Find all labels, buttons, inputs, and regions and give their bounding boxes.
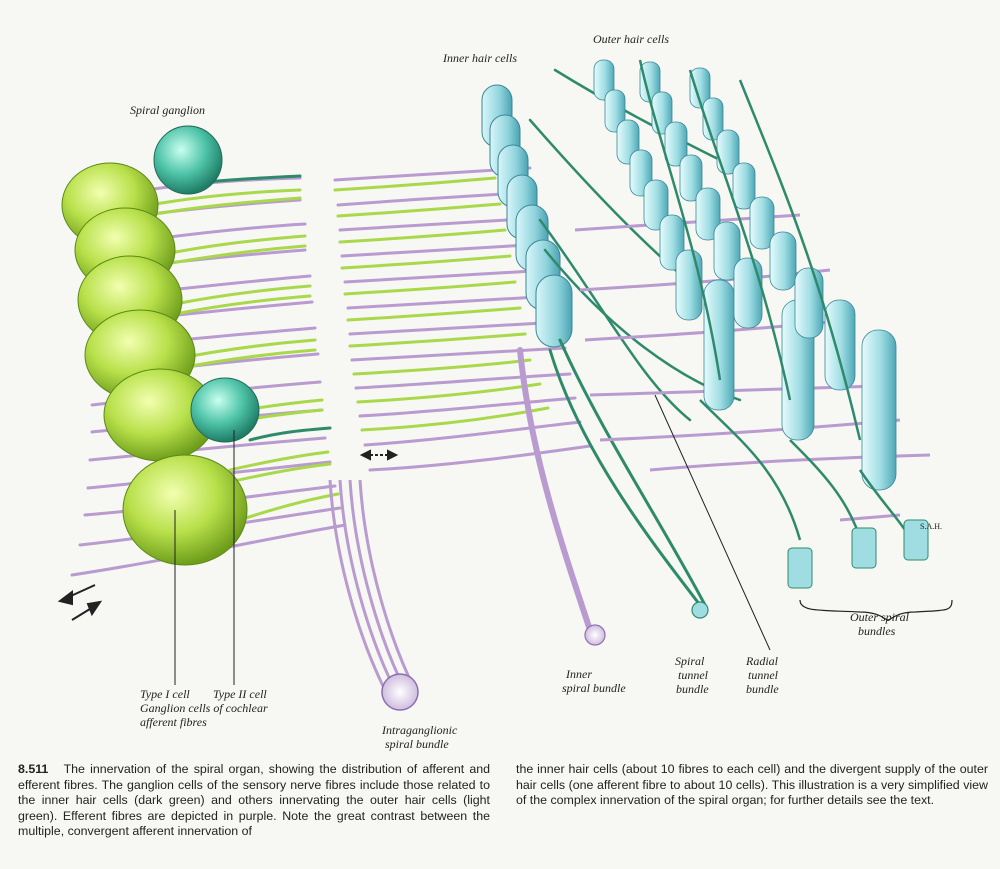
outer-hair-cell	[695, 187, 721, 241]
afferent-fibres-middle	[333, 176, 550, 432]
outer-spiral-bundle-cross-sections	[787, 519, 929, 589]
outer-hair-cell	[749, 196, 775, 250]
inner-hair-cells	[481, 84, 573, 348]
figure-number: 8.511	[18, 762, 49, 776]
ganglion-cells-label: Ganglion cells of cochlear	[140, 701, 268, 715]
outer-hair-cell	[593, 59, 615, 101]
outer-hair-cell	[732, 162, 756, 210]
outer-hair-cell	[689, 67, 711, 109]
intraganglionic-label-1: Intraganglionic	[382, 723, 458, 737]
type-i-cell-label: Type I cell	[140, 687, 190, 701]
afferent-fibres-label: afferent fibres	[140, 715, 207, 729]
outer-hair-cells	[593, 59, 897, 491]
outer-spiral-bracket	[799, 599, 953, 621]
outer-hair-cell	[861, 329, 897, 491]
outer-hair-cell	[713, 221, 741, 281]
spiral-ganglion	[61, 125, 260, 566]
outer-hair-cell	[769, 231, 797, 291]
spiral-tunnel-bundle-cross-section	[691, 601, 709, 619]
afferent-fibres-left	[148, 188, 340, 522]
spiral-tunnel-bundle-label-2: tunnel	[678, 668, 708, 682]
type-ii-cell-label: Type II cell	[213, 687, 267, 701]
intraganglionic-label-2: spiral bundle	[385, 737, 449, 751]
radial-tunnel-bundle-label-2: tunnel	[748, 668, 778, 682]
outer-hair-cell	[675, 249, 703, 321]
inner-spiral-bundle-cross-section	[584, 624, 606, 646]
spiral-bundle-left	[328, 479, 417, 691]
outer-spiral-bundles-label-2: bundles	[858, 624, 896, 638]
outer-hair-cell	[794, 267, 824, 339]
caption-left-column: 8.511 The innervation of the spiral orga…	[18, 762, 490, 840]
innervation-diagram	[57, 59, 953, 711]
label-leader-lines	[174, 394, 771, 685]
outer-hair-cells-label: Outer hair cells	[593, 32, 669, 46]
caption-right-column: the inner hair cells (about 10 fibres to…	[516, 762, 988, 809]
efferent-fibres-middle	[333, 166, 592, 472]
intraganglionic-bundle-cross-section	[381, 673, 419, 711]
spiral-tunnel-bundle-label-3: bundle	[676, 682, 709, 696]
outer-hair-cell	[733, 257, 763, 329]
outer-hair-cell	[643, 179, 669, 231]
caption-text-right: the inner hair cells (about 10 fibres to…	[516, 762, 988, 807]
type-ii-ganglion-cell	[190, 377, 260, 443]
radial-tunnel-bundle-label-1: Radial	[746, 654, 778, 668]
spiral-tunnel-bundle-label-1: Spiral	[675, 654, 705, 668]
type-ii-ganglion-cell	[153, 125, 223, 195]
direction-arrows	[57, 449, 399, 621]
outer-spiral-bundles-label-1: Outer spiral	[850, 610, 910, 624]
outer-hair-cell-row-3	[689, 67, 897, 491]
inner-hair-cell	[535, 274, 573, 348]
artist-signature: S.A.H.	[920, 522, 943, 531]
type-i-ganglion-cell	[122, 454, 248, 566]
outer-hair-cell	[604, 89, 626, 133]
outer-hair-cell	[703, 279, 735, 411]
inner-hair-cells-label: Inner hair cells	[443, 51, 517, 65]
spiral-ganglion-label: Spiral ganglion	[130, 103, 206, 117]
inner-spiral-bundle-label-1: Inner	[566, 667, 592, 681]
radial-tunnel-bundle-label-3: bundle	[746, 682, 779, 696]
outer-hair-cell	[824, 299, 856, 391]
inner-spiral-bundle-label-2: spiral bundle	[562, 681, 626, 695]
spiral-bundle-fibres	[517, 68, 742, 633]
outer-hair-cell-row-1	[593, 59, 735, 411]
outer-hair-cell	[664, 121, 688, 167]
caption-text-left: The innervation of the spiral organ, sho…	[18, 762, 490, 838]
outer-hair-cell	[679, 154, 703, 202]
